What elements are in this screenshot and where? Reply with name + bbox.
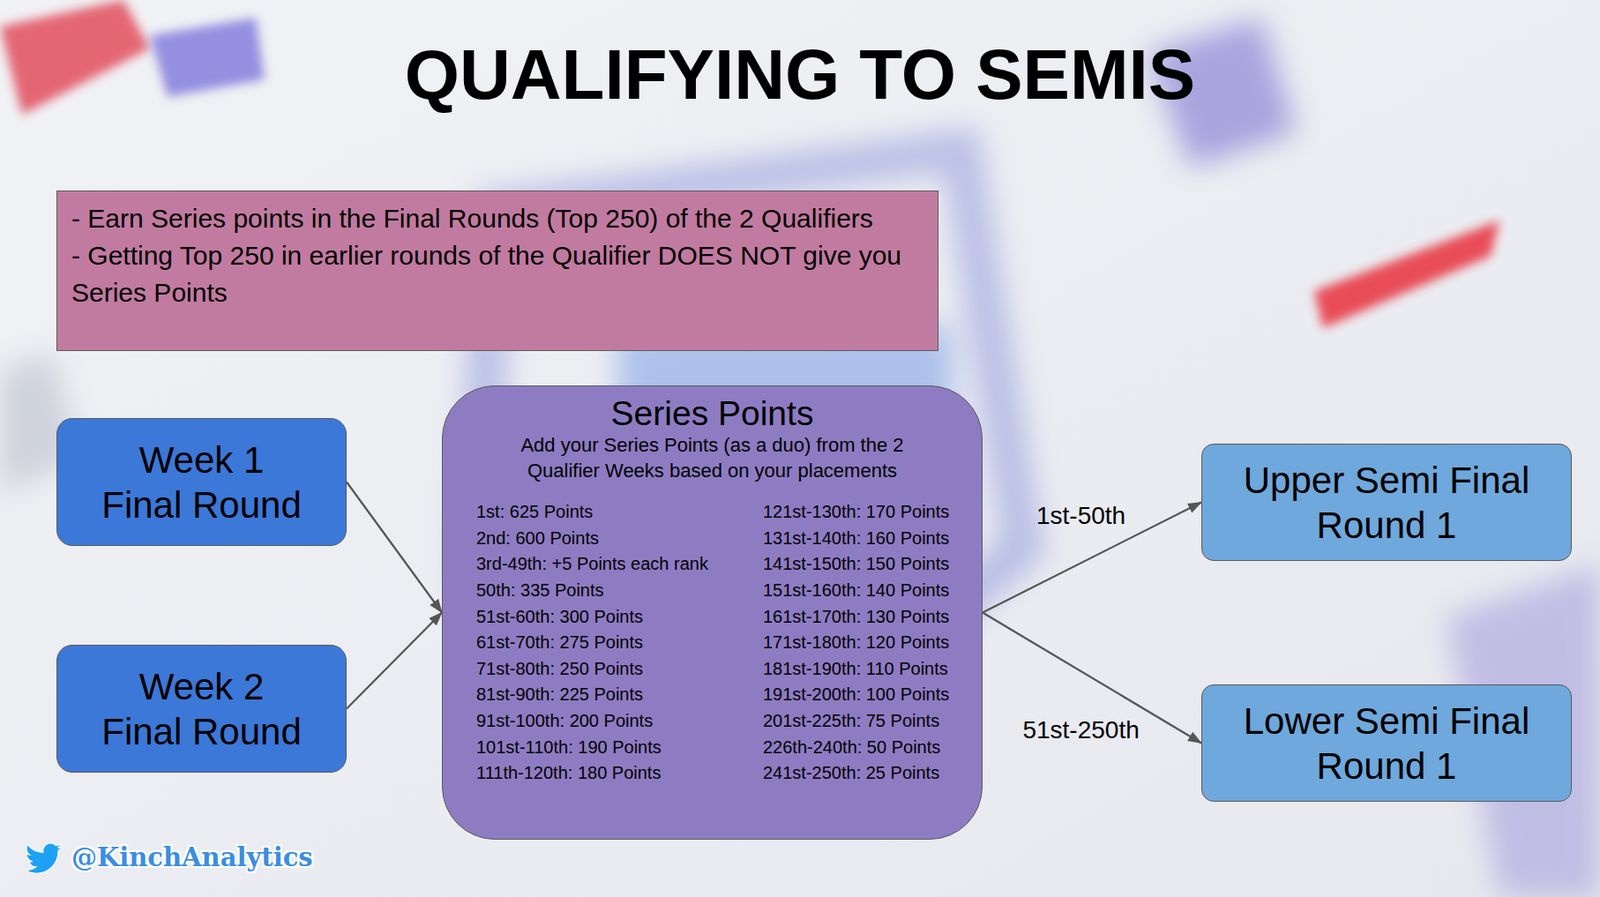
blurred-streak	[0, 0, 150, 115]
table-cell: 51st-60th: 300 Points	[476, 604, 763, 631]
table-cell: 191st-200th: 100 Points	[762, 681, 965, 709]
table-cell: 111th-120th: 180 Points	[476, 760, 763, 787]
twitter-bird	[25, 843, 62, 874]
table-cell: 1st: 625 Points	[476, 499, 763, 526]
table-cell: 71st-80th: 250 Points	[476, 656, 763, 683]
process-box: Upper Semi Final Round 1	[1201, 443, 1572, 561]
table-cell: 171st-180th: 120 Points	[762, 629, 965, 657]
table-cell: 121st-130th: 170 Points	[762, 499, 965, 526]
table-cell: 241st-250th: 25 Points	[762, 760, 965, 787]
table-cell: 61st-70th: 275 Points	[476, 629, 763, 657]
blurred-streak	[149, 17, 265, 98]
title-heading: QUALIFYING TO SEMIS	[0, 39, 1600, 111]
table-cell: 141st-150th: 150 Points	[762, 551, 965, 578]
box-subtitle: Add your Series Points (as a duo) from t…	[483, 433, 943, 484]
process-box: Week 1 Final Round	[56, 418, 347, 546]
table-cell: 101st-110th: 190 Points	[476, 734, 763, 762]
edge-label: 51st-250th	[1019, 716, 1142, 745]
process-box: Lower Semi Final Round 1	[1201, 684, 1572, 802]
note-box: - Earn Series points in the Final Rounds…	[56, 190, 939, 352]
box-text: Week 2 Final Round	[86, 664, 318, 755]
twitter-handle: @KinchAnalytics	[71, 842, 314, 873]
blurred-streak	[1314, 220, 1500, 329]
table-cell: 91st-100th: 200 Points	[476, 708, 763, 735]
table-cell: 181st-190th: 110 Points	[762, 656, 965, 683]
box-text: Lower Semi Final Round 1	[1212, 698, 1561, 789]
table-cell: 226th-240th: 50 Points	[762, 734, 965, 762]
table-cell: 131st-140th: 160 Points	[762, 525, 965, 553]
box-heading: Series Points	[460, 393, 965, 434]
table-cell: 50th: 335 Points	[476, 577, 763, 605]
edge-label: 1st-50th	[1033, 501, 1129, 531]
twitter-icon	[25, 839, 63, 877]
table-cell: 2nd: 600 Points	[476, 525, 763, 553]
table-cell: 201st-225th: 75 Points	[762, 708, 965, 735]
box-text: Upper Semi Final Round 1	[1212, 457, 1561, 548]
table-cell: 161st-170th: 130 Points	[762, 604, 965, 631]
points-table-box: Series PointsAdd your Series Points (as …	[441, 385, 983, 840]
process-box: Week 2 Final Round	[56, 644, 347, 773]
arrow-connector	[982, 502, 1202, 614]
box-text: - Earn Series points in the Final Rounds…	[71, 200, 924, 238]
points-table: 1st: 625 Points2nd: 600 Points3rd-49th: …	[476, 499, 965, 787]
box-text: - Getting Top 250 in earlier rounds of t…	[71, 237, 924, 312]
box-text: Week 1 Final Round	[86, 437, 318, 528]
table-cell: 3rd-49th: +5 Points each rank	[476, 551, 763, 578]
arrow-connector	[346, 613, 442, 710]
arrow-connector	[346, 482, 442, 614]
table-cell: 81st-90th: 225 Points	[476, 681, 763, 709]
table-cell: 151st-160th: 140 Points	[762, 577, 965, 605]
